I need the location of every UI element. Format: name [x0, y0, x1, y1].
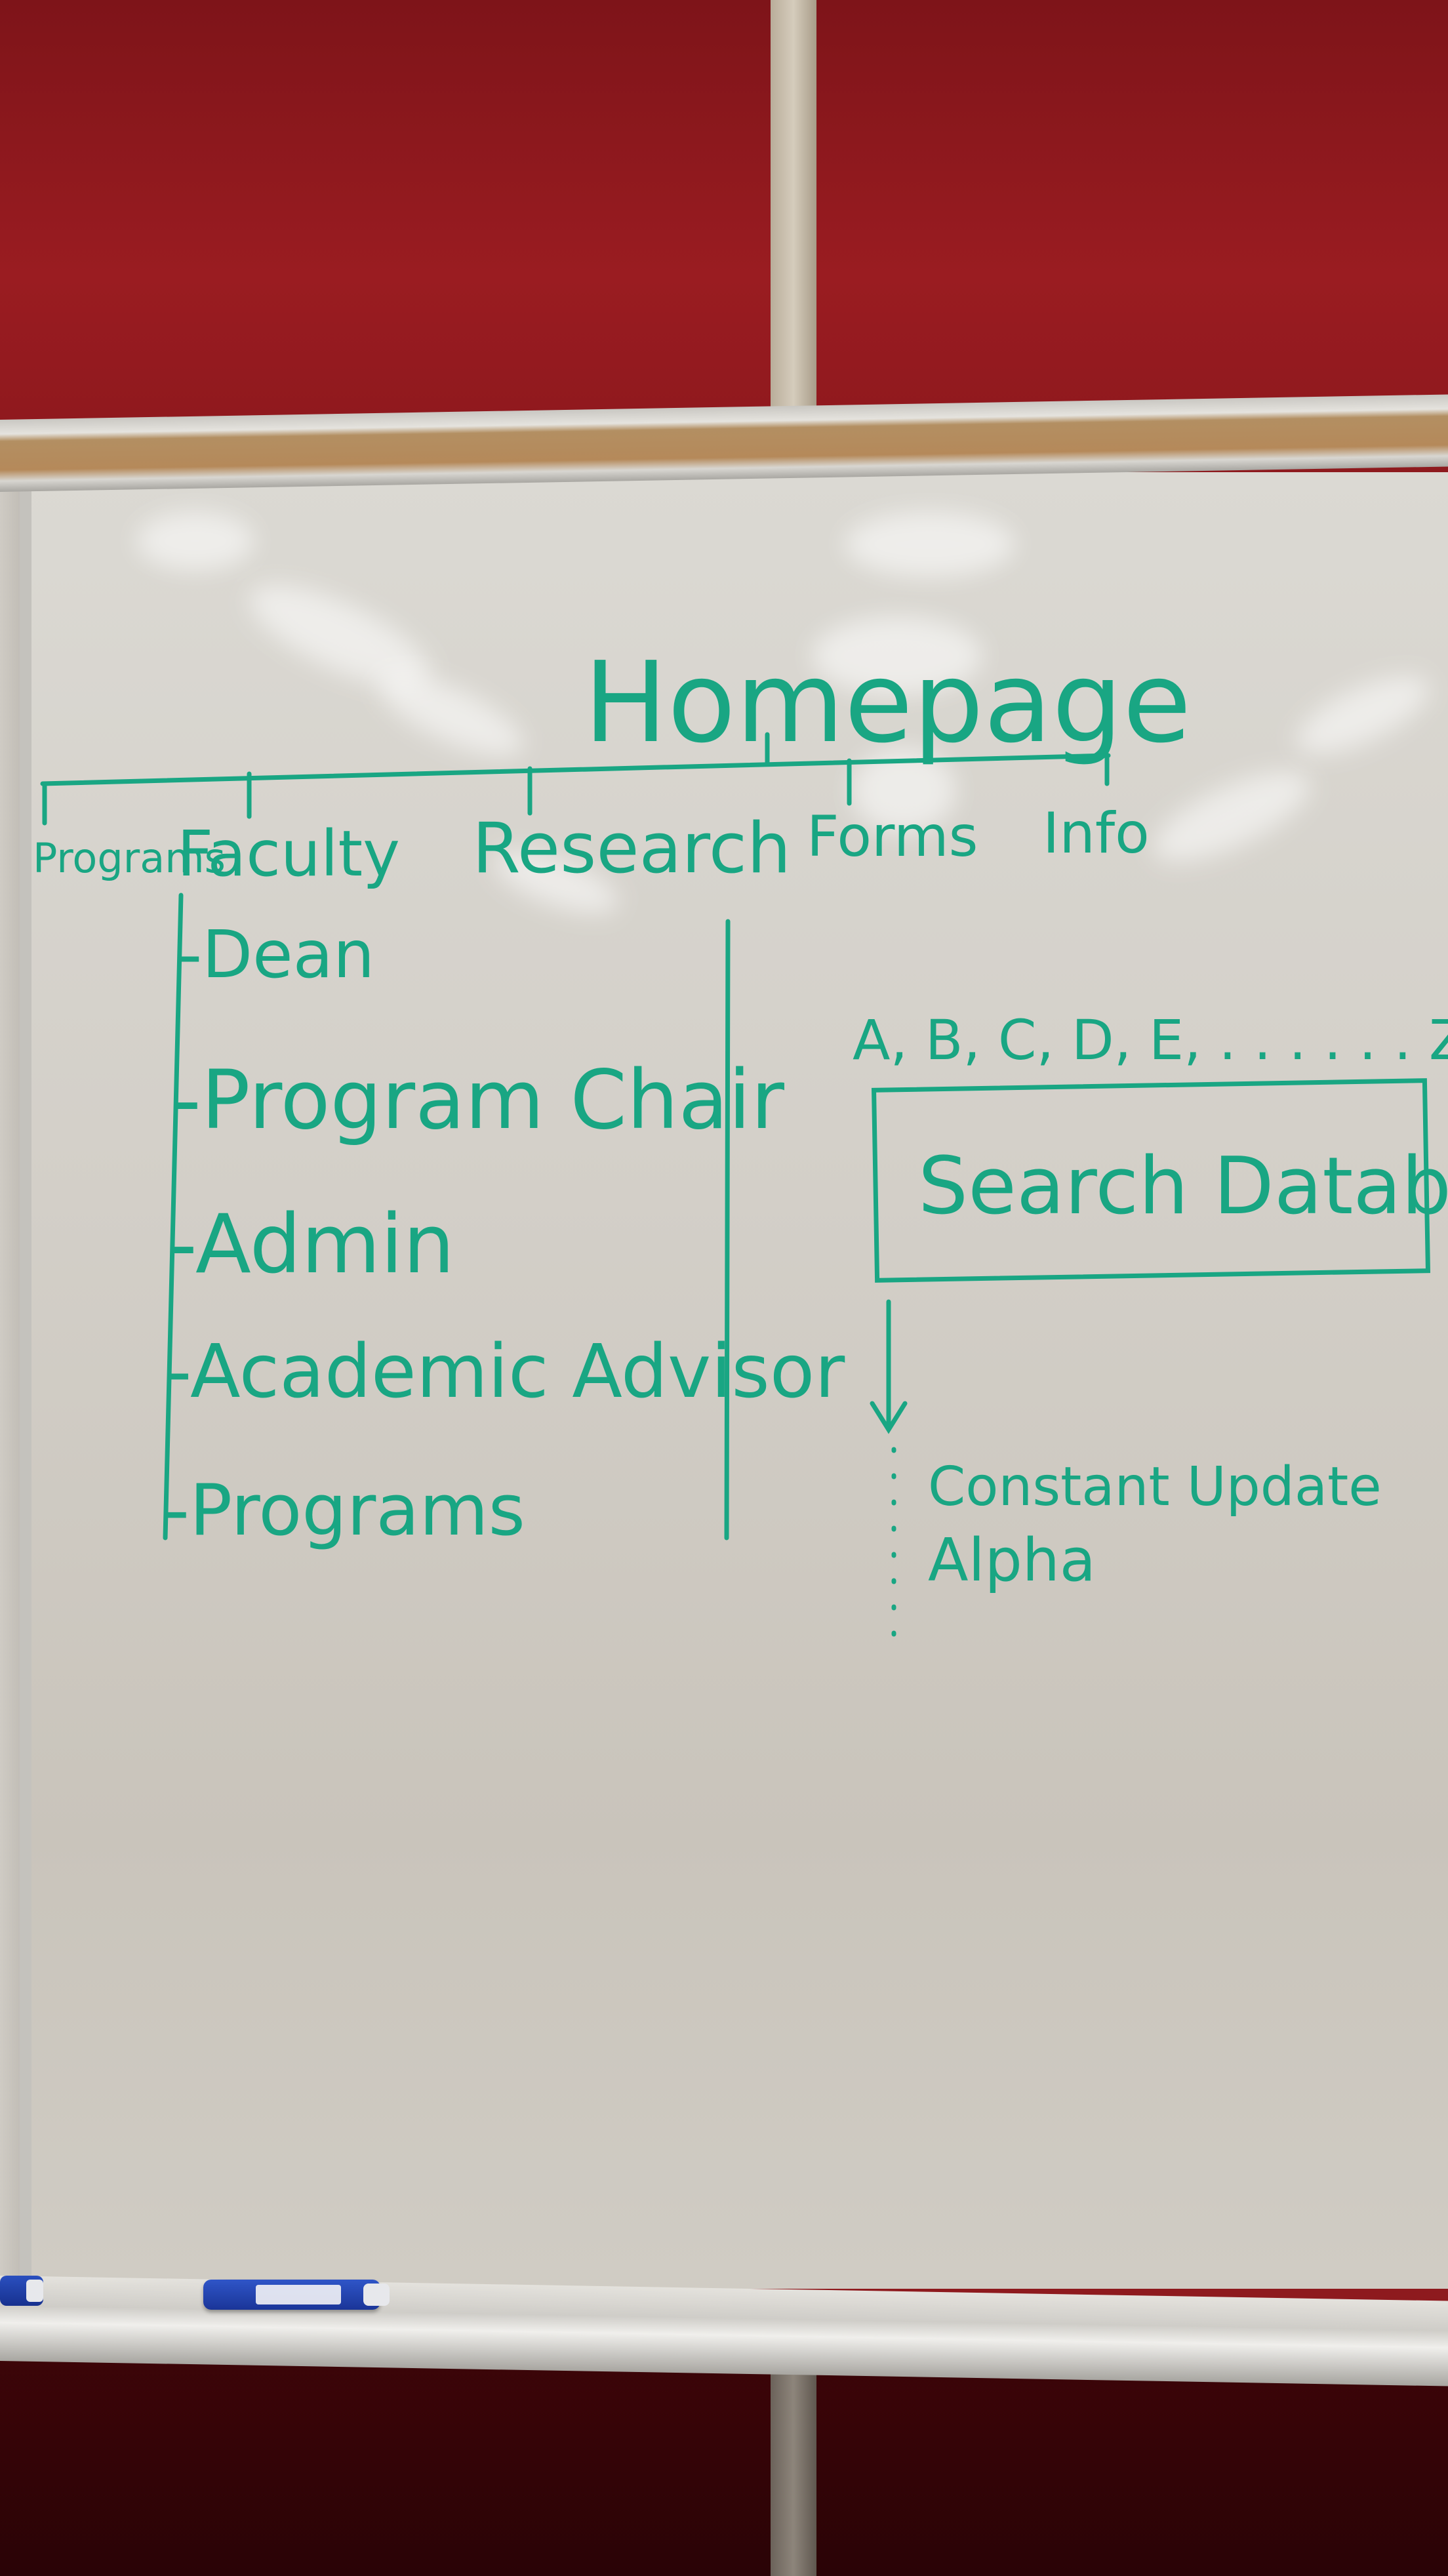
marker-label	[256, 2285, 341, 2304]
blue-marker[interactable]	[203, 2280, 390, 2310]
search-database-box	[871, 1078, 1431, 1283]
wall-upper	[0, 0, 1448, 459]
wall-seam-lower	[771, 2361, 816, 2576]
search-arrow-head	[870, 1401, 908, 1434]
wall-seam	[771, 0, 816, 459]
homepage-title: Homepage	[584, 638, 1192, 768]
faculty-item-admin: -Admin	[168, 1197, 454, 1292]
faculty-item-academic-advisor: -Academic Advisor	[165, 1329, 845, 1415]
note-alpha: Alpha	[928, 1526, 1096, 1595]
search-database-label: Search Database	[918, 1141, 1448, 1232]
nav-forms: Forms	[807, 804, 978, 870]
nav-programs: Programs	[33, 834, 226, 882]
faculty-item-dean: -Dean	[178, 916, 374, 993]
nav-research: Research	[472, 808, 791, 889]
nav-info: Info	[1043, 801, 1150, 866]
research-column-line	[724, 919, 731, 1540]
nav-bar-line	[40, 753, 1111, 786]
faculty-item-program-chair: -Program Chair	[172, 1053, 784, 1148]
whiteboard	[20, 472, 1448, 2289]
marker-left[interactable]	[0, 2276, 43, 2306]
nav-faculty: Faculty	[177, 817, 400, 891]
note-constant-update: Constant Update	[928, 1456, 1382, 1518]
faculty-list-line	[163, 893, 184, 1540]
marker-cap	[363, 2284, 390, 2306]
alphabet-index: A, B, C, D, E, . . . . . . Z	[853, 1008, 1448, 1072]
faculty-item-programs: -Programs	[164, 1470, 525, 1552]
